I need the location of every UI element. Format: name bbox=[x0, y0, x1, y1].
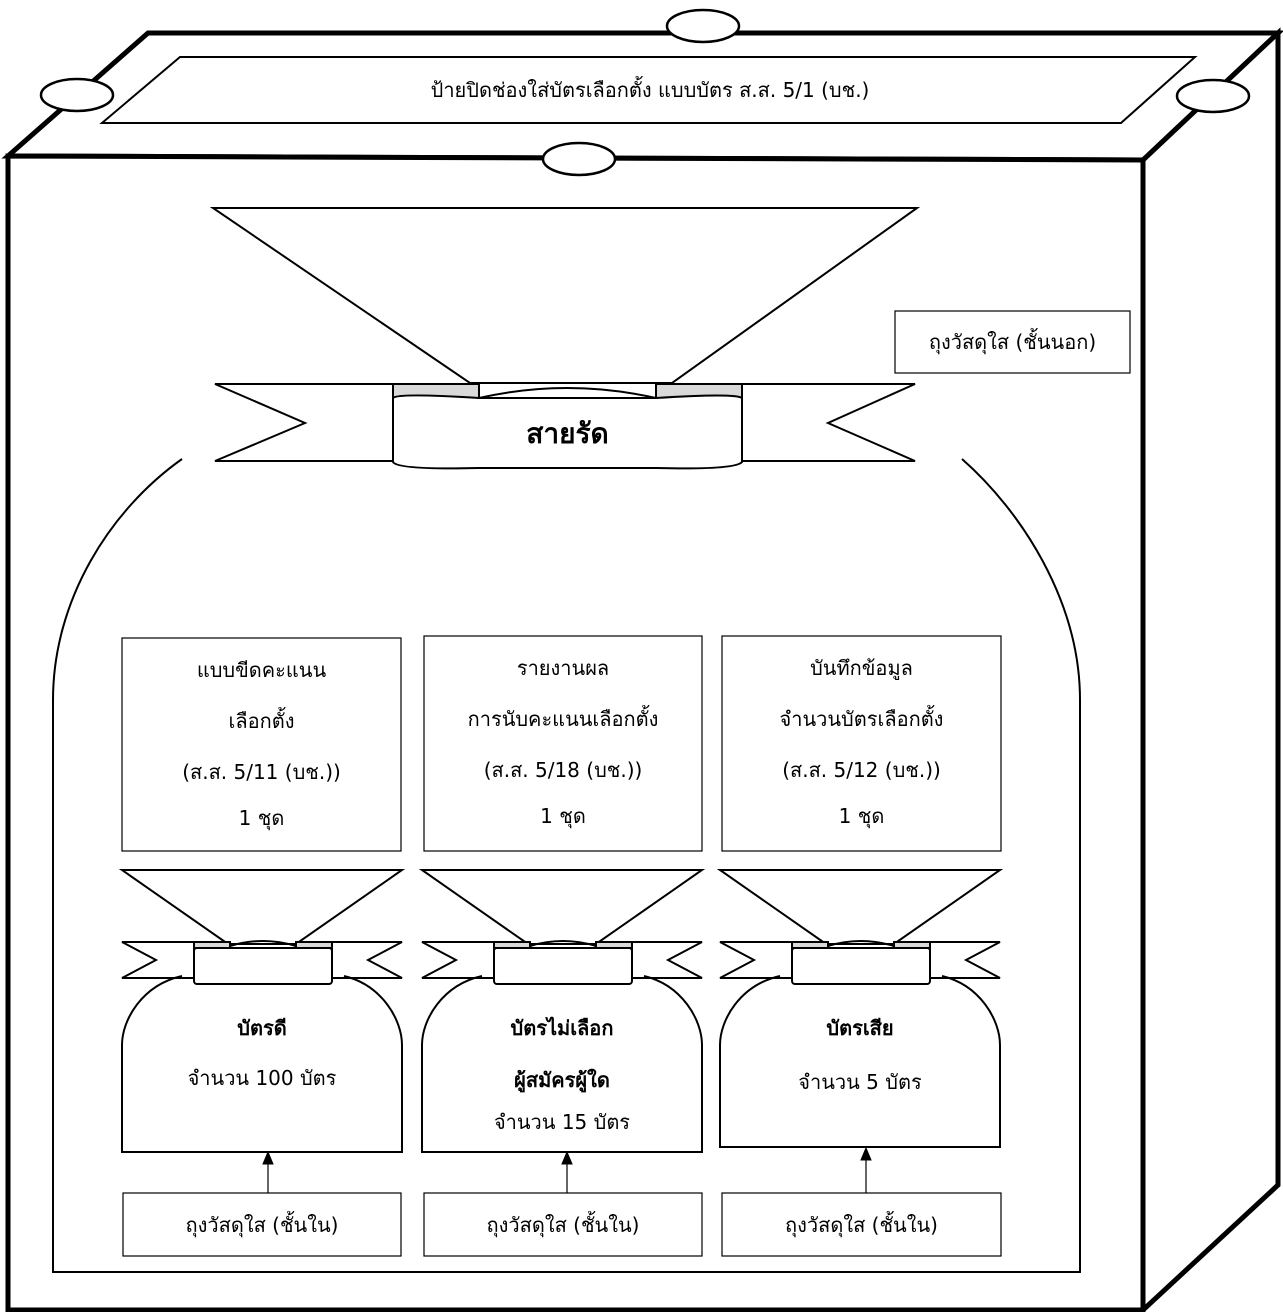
inner-bag-title: บัตรเสีย bbox=[826, 1016, 894, 1040]
inner-bag-count: จำนวน 100 บัตร bbox=[187, 1066, 337, 1090]
inner-bag-label-2: ถุงวัสดุใส (ชั้นใน) bbox=[785, 1213, 938, 1237]
inner-bag-1 bbox=[418, 869, 706, 1193]
inner-bag-bow-left bbox=[121, 941, 195, 979]
inner-bag-1-content: บัตรไม่เลือก ผู้สมัครผู้ใด จำนวน 15 บัตร bbox=[422, 1015, 702, 1145]
document-line: (ส.ส. 5/12 (บช.)) bbox=[782, 758, 941, 782]
document-1: รายงานผล การนับคะแนนเลือกตั้ง (ส.ส. 5/18… bbox=[424, 636, 702, 851]
document-box-2 bbox=[721, 635, 1002, 852]
inner-bag-bow-left bbox=[719, 941, 793, 979]
outer-bag bbox=[52, 207, 1081, 1273]
outer-bag-bow-left bbox=[214, 383, 396, 462]
document-line: (ส.ส. 5/18 (บช.)) bbox=[483, 758, 643, 782]
lid-hole-front bbox=[541, 141, 617, 177]
outer-bag-label-box bbox=[894, 310, 1131, 374]
inner-bag-label-box-1 bbox=[423, 1192, 703, 1257]
inner-bag-body bbox=[421, 975, 703, 1153]
inner-bag-count: จำนวน 15 บัตร bbox=[493, 1110, 631, 1134]
inner-bag-label-1: ถุงวัสดุใส (ชั้นใน) bbox=[486, 1213, 640, 1237]
document-line: 1 ชุด bbox=[540, 804, 586, 828]
inner-bag-arrow-head bbox=[561, 1150, 573, 1165]
inner-bag-knot-arc bbox=[529, 940, 597, 947]
lid-hole-left bbox=[39, 77, 115, 113]
box-side-face bbox=[1140, 27, 1281, 1312]
inner-bag-title: บัตรดี bbox=[237, 1016, 287, 1040]
inner-bag-title-line2: ผู้สมัครผู้ใด bbox=[514, 1068, 610, 1092]
document-line: 1 ชุด bbox=[238, 806, 285, 830]
document-2: บันทึกข้อมูล จำนวนบัตรเลือกตั้ง (ส.ส. 5/… bbox=[722, 636, 1001, 851]
inner-bag-title-line1: บัตรไม่เลือก bbox=[510, 1016, 614, 1040]
document-box-1 bbox=[423, 635, 703, 852]
document-line: การนับคะแนนเลือกตั้ง bbox=[467, 707, 659, 731]
document-line: 1 ชุด bbox=[838, 804, 885, 828]
inner-bag-body bbox=[719, 975, 1001, 1148]
document-box-0 bbox=[121, 637, 402, 852]
inner-bag-0 bbox=[118, 869, 406, 1193]
strap-ribbon bbox=[392, 394, 743, 470]
inner-bag-knot-arc bbox=[827, 940, 895, 947]
inner-bag-count: จำนวน 5 บัตร bbox=[798, 1070, 922, 1094]
inner-bag-bow-left bbox=[421, 941, 495, 979]
document-0: แบบขีดคะแนน เลือกตั้ง (ส.ส. 5/11 (บช.)) … bbox=[122, 638, 401, 851]
inner-bag-label-box-0 bbox=[122, 1192, 402, 1257]
inner-bag-0-content: บัตรดี จำนวน 100 บัตร bbox=[122, 1015, 402, 1095]
inner-bag-label-0: ถุงวัสดุใส (ชั้นใน) bbox=[185, 1213, 339, 1237]
outer-bag-body bbox=[52, 458, 1081, 1273]
inner-bag-strap bbox=[493, 947, 633, 985]
lid-label-text: ป้ายปิดช่องใส่บัตรเลือกตั้ง แบบบัตร ส.ส.… bbox=[430, 78, 870, 102]
document-line: รายงานผล bbox=[516, 656, 610, 680]
inner-bag-knot-arc bbox=[229, 940, 297, 947]
lid-label-plate bbox=[99, 56, 1198, 124]
document-line: บันทึกข้อมูล bbox=[810, 656, 913, 680]
inner-bag-2 bbox=[716, 869, 1004, 1193]
outer-bag-knot-arc bbox=[478, 387, 657, 399]
outer-bag-label-text: ถุงวัสดุใส (ชั้นนอก) bbox=[928, 330, 1097, 354]
inner-bag-arrow-head bbox=[860, 1146, 872, 1161]
document-line: แบบขีดคะแนน bbox=[196, 658, 327, 682]
document-line: (ส.ส. 5/11 (บช.)) bbox=[182, 760, 341, 784]
inner-bag-label-box-2 bbox=[721, 1192, 1002, 1257]
document-line: จำนวนบัตรเลือกตั้ง bbox=[779, 707, 944, 731]
lid-hole-right bbox=[1175, 78, 1251, 114]
lid-hole-top bbox=[665, 8, 741, 44]
inner-bag-arrow-head bbox=[262, 1150, 274, 1165]
inner-bag-2-content: บัตรเสีย จำนวน 5 บัตร bbox=[720, 1015, 1000, 1095]
strap-label: สายรัด bbox=[526, 417, 609, 450]
inner-bag-strap bbox=[791, 947, 931, 985]
inner-bag-body bbox=[121, 975, 403, 1153]
document-line: เลือกตั้ง bbox=[228, 709, 295, 733]
inner-bag-strap bbox=[193, 947, 333, 985]
